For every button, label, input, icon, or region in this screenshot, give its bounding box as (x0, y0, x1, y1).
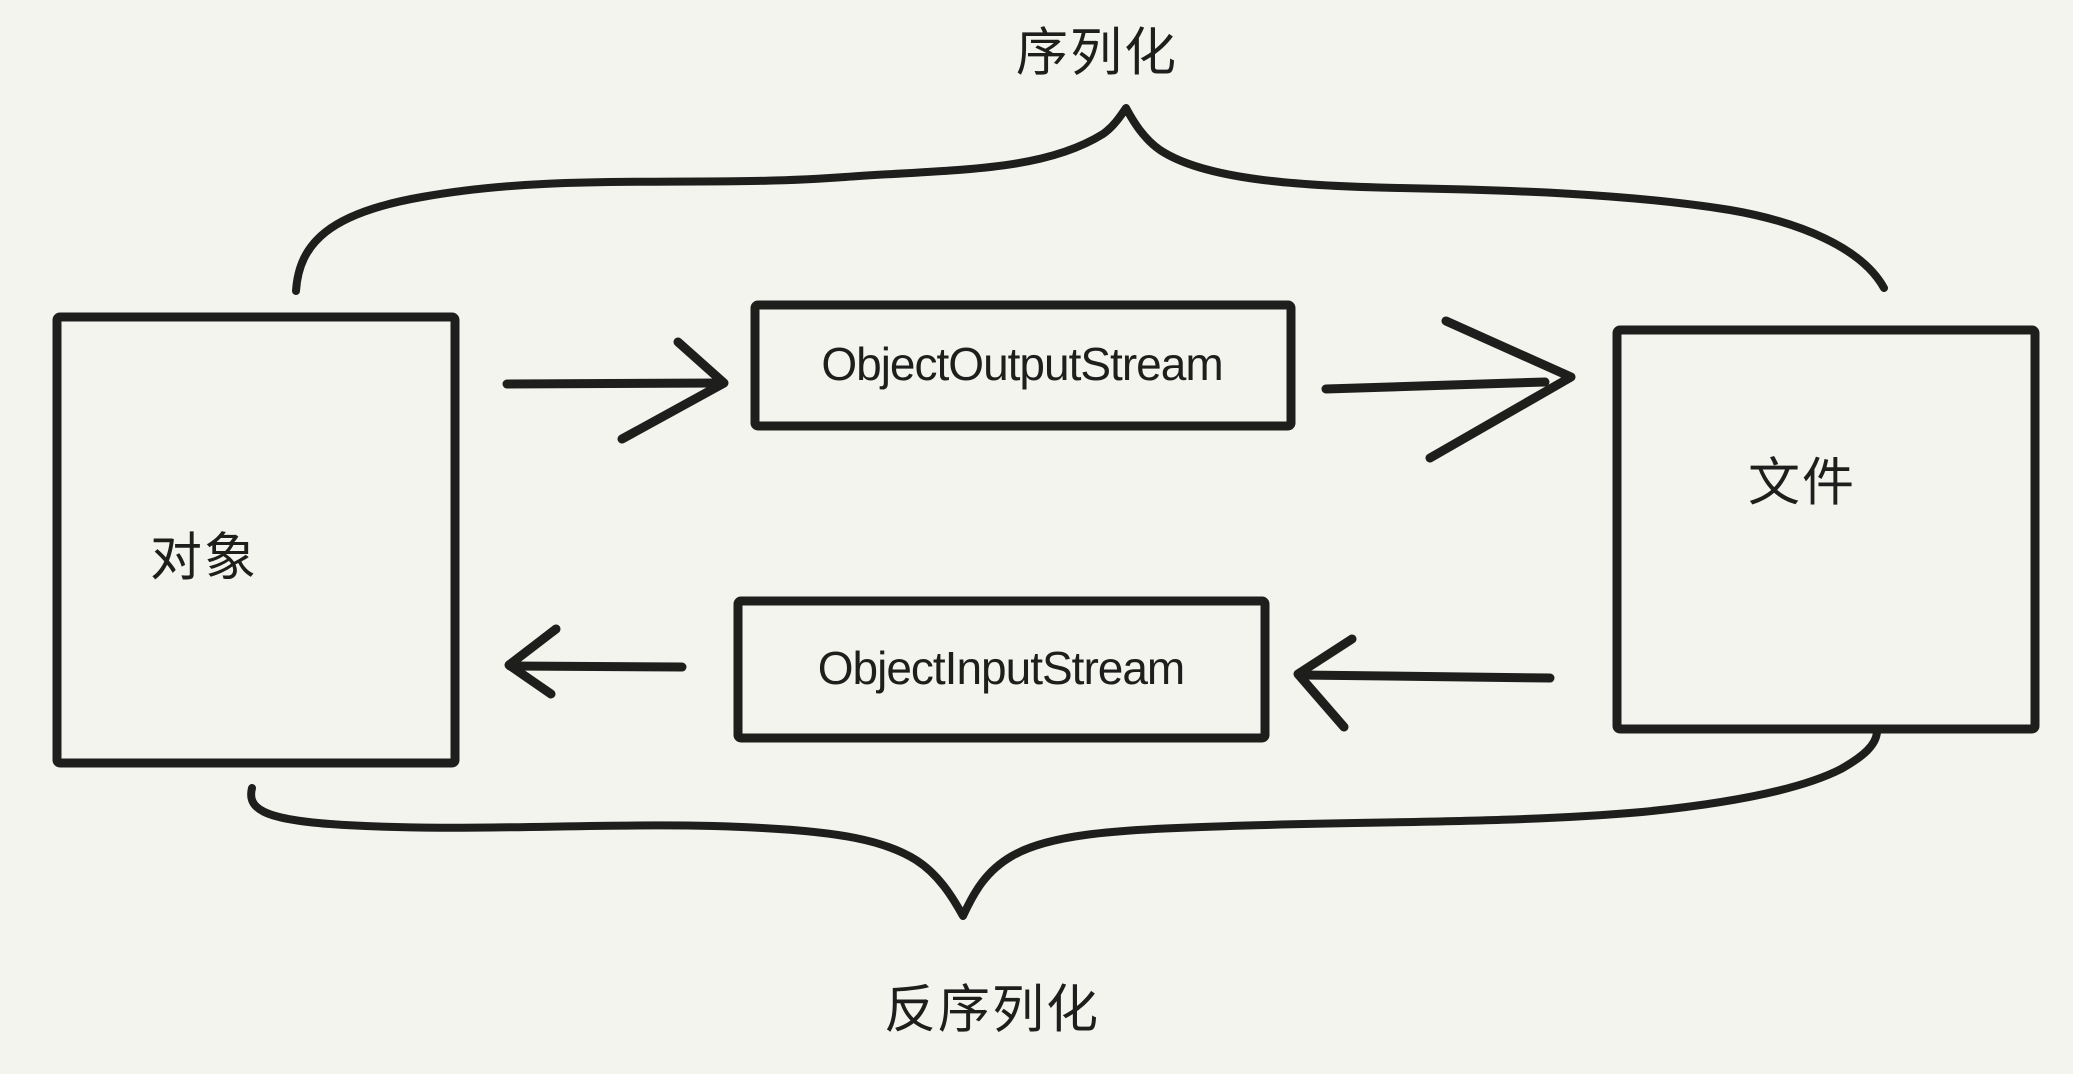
deserialization-brace (247, 728, 1881, 920)
arrow-inputstream-to-object (504, 624, 687, 699)
file-node-label: 文件 (1747, 454, 1857, 513)
deserialization-label: 反序列化 (883, 981, 1101, 1040)
serialization-label: 序列化 (1015, 24, 1179, 83)
object-output-stream-label: ObjectOutputStream (821, 338, 1223, 390)
object-input-stream-box (733, 596, 1270, 743)
object-input-stream-label: ObjectInputStream (817, 642, 1186, 694)
object-node-label: 对象 (149, 529, 259, 588)
arrow-object-to-outputstream (502, 337, 729, 444)
object-output-stream-box (750, 300, 1296, 431)
file-node-box (1612, 325, 2040, 734)
serialization-brace (292, 104, 1888, 295)
arrow-file-to-inputstream (1293, 634, 1555, 732)
object-node-box (52, 312, 460, 768)
arrow-outputstream-to-file (1321, 316, 1576, 463)
